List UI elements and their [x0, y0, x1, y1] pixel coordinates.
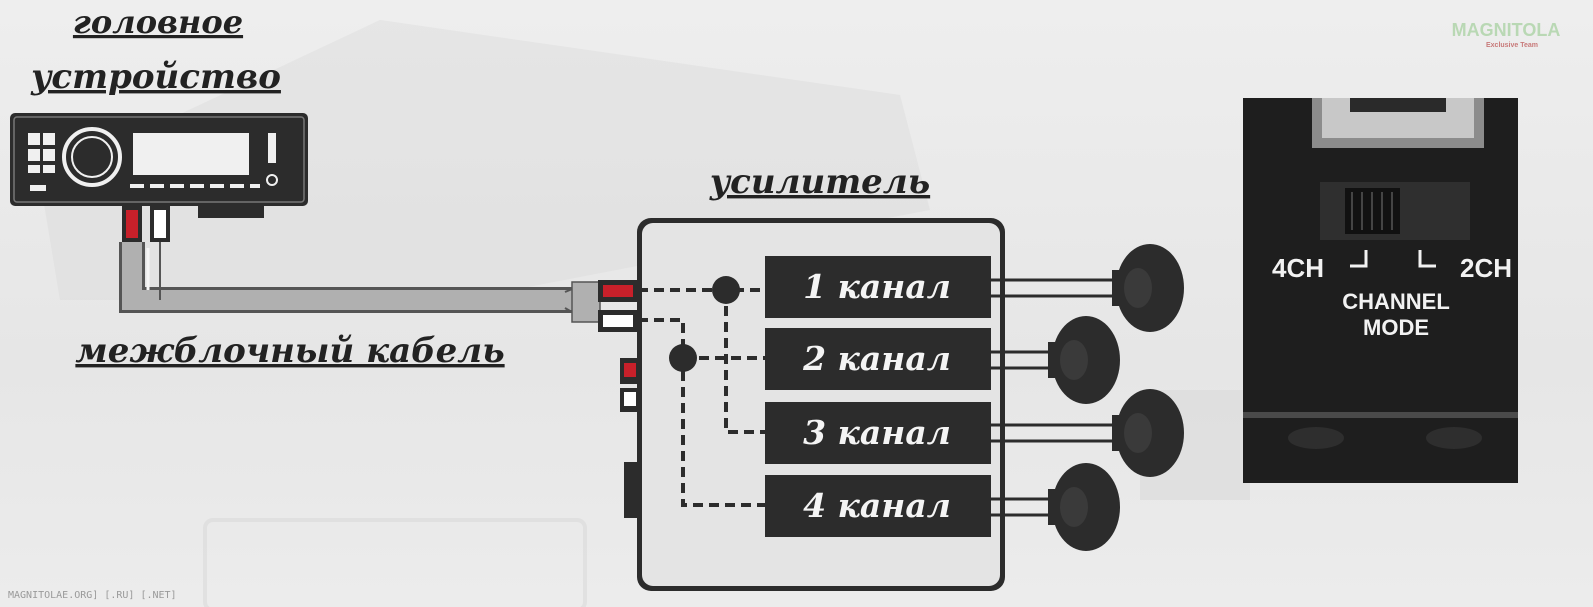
amplifier-box: 1 канал 2 канал 3 канал 4 канал	[598, 218, 1005, 591]
channel-mode-title-line1: CHANNEL	[1342, 289, 1450, 314]
amplifier-title: усилитель	[709, 162, 930, 202]
watermark-logo: MAGNITOLA	[1452, 20, 1561, 40]
channel-block-1: 1 канал	[765, 256, 991, 318]
channel-1-label: 1 канал	[803, 267, 951, 306]
speaker-icon	[1048, 463, 1120, 551]
mode-4ch-label: 4CH	[1272, 253, 1324, 283]
head-unit-buttons	[28, 133, 55, 173]
speaker-icon	[1048, 316, 1120, 404]
interconnect-cable	[119, 242, 601, 323]
head-unit-preset-buttons	[130, 184, 260, 188]
head-unit	[10, 113, 308, 242]
speakers	[1048, 244, 1184, 551]
channel-2-label: 2 канал	[802, 339, 951, 378]
signal-routing	[638, 288, 765, 507]
speaker-icon	[1112, 389, 1184, 477]
speaker-icon	[1112, 244, 1184, 332]
footer-watermark: MAGNITOLAE.ORG] [.RU] [.NET]	[8, 590, 177, 601]
channel-4-label: 4 канал	[803, 486, 951, 525]
channel-mode-panel: 4CH 2CH CHANNEL MODE	[1243, 98, 1518, 483]
junction-node-b	[669, 344, 697, 372]
head-unit-title-line1: головное	[73, 3, 243, 41]
cable-title: межблочный кабель	[75, 331, 504, 371]
watermark-logo-sub: Exclusive Team	[1486, 42, 1538, 49]
head-unit-display	[133, 133, 249, 175]
mode-2ch-label: 2CH	[1460, 253, 1512, 283]
head-unit-title-line2: устройство	[30, 57, 281, 97]
junction-node-a	[712, 276, 740, 304]
channel-block-3: 3 канал	[765, 402, 991, 464]
channel-block-2: 2 канал	[765, 328, 991, 390]
channel-block-4: 4 канал	[765, 475, 991, 537]
channel-mode-title-line2: MODE	[1363, 315, 1429, 340]
channel-3-label: 3 канал	[803, 413, 951, 452]
